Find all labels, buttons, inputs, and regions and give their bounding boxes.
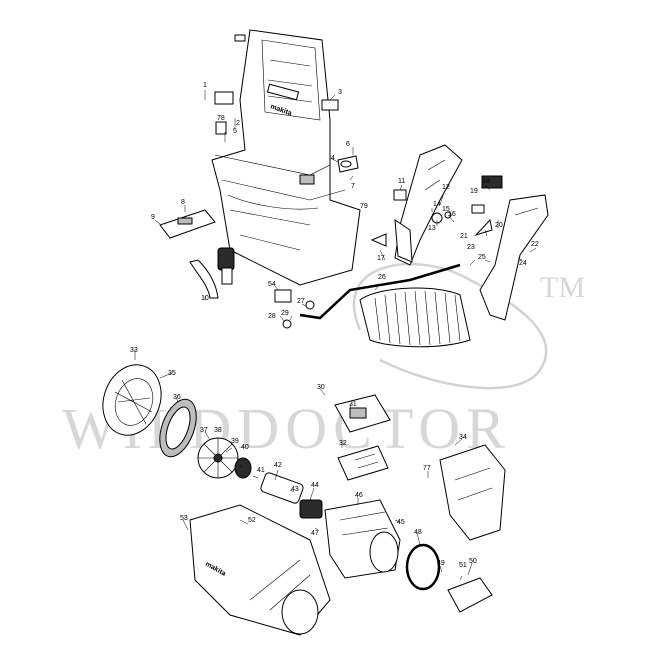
part-label-2: 2 — [236, 120, 240, 127]
part-label-14: 14 — [433, 201, 441, 208]
corrugated-hose — [359, 287, 471, 348]
part-label-30: 30 — [317, 384, 325, 391]
o-ring-48 — [405, 543, 441, 591]
part-label-20: 20 — [495, 222, 503, 229]
part-label-36: 36 — [173, 394, 181, 401]
backpack-frame — [211, 29, 361, 286]
board-32 — [337, 445, 389, 481]
part-label-11: 11 — [398, 178, 405, 185]
part-label-9: 9 — [151, 214, 155, 221]
part-label-10: 10 — [201, 295, 209, 302]
part-label-21: 21 — [460, 233, 468, 240]
part-label-23: 23 — [467, 244, 475, 251]
part-label-16: 16 — [448, 211, 456, 218]
housing-46 — [324, 499, 401, 579]
part-label-47: 47 — [311, 530, 319, 537]
nozzle-51 — [447, 577, 493, 613]
part-label-3: 3 — [338, 89, 342, 96]
part-label-44: 44 — [311, 482, 319, 489]
connector-fitting — [217, 247, 235, 285]
fan-cover-35 — [102, 364, 162, 436]
part-label-34: 34 — [459, 434, 467, 441]
part-label-1: 1 — [203, 82, 207, 89]
part-label-12: 12 — [442, 184, 450, 191]
part-label-13: 13 — [428, 225, 436, 232]
part-label-78: 78 — [217, 115, 225, 122]
part-label-79: 79 — [360, 203, 368, 210]
part-label-48: 48 — [414, 529, 422, 536]
part-label-8: 8 — [181, 199, 185, 206]
part-label-40: 40 — [241, 444, 249, 451]
cover-34 — [439, 444, 506, 541]
part-label-5: 5 — [233, 128, 237, 135]
part-label-26: 26 — [378, 274, 386, 281]
part-labels: 1 2 3 4 5 6 7 8 9 10 11 12 13 14 15 16 1… — [130, 82, 539, 569]
part-label-53: 53 — [180, 515, 188, 522]
part-label-41: 41 — [257, 467, 265, 474]
housing-52 — [189, 504, 331, 636]
part-label-6: 6 — [346, 141, 350, 148]
part-label-25: 25 — [478, 254, 486, 261]
part-label-43: 43 — [291, 486, 299, 493]
part-label-33: 33 — [130, 347, 138, 354]
fan-38 — [197, 437, 239, 479]
part-label-52: 52 — [248, 517, 256, 524]
part-label-18: 18 — [482, 178, 490, 185]
switch-31 — [334, 394, 391, 433]
watermark-trademark: TM — [540, 271, 585, 304]
part-label-37: 37 — [200, 427, 208, 434]
part-label-54: 54 — [268, 281, 276, 288]
part-8 — [159, 209, 216, 239]
handle-20 — [479, 175, 549, 321]
part-label-45: 45 — [397, 519, 405, 526]
small-fasteners — [274, 189, 493, 329]
part-label-4: 4 — [331, 155, 335, 162]
part-label-42: 42 — [274, 462, 282, 469]
clip-parts — [214, 34, 359, 173]
part-label-46: 46 — [355, 492, 363, 499]
part-label-7: 7 — [351, 183, 355, 190]
hose-10 — [189, 259, 219, 299]
part-label-38: 38 — [214, 427, 222, 434]
part-label-22: 22 — [531, 241, 539, 248]
part-label-39: 39 — [231, 438, 239, 445]
part-label-29: 29 — [281, 310, 289, 317]
part-label-31: 31 — [349, 401, 357, 408]
part-label-28: 28 — [268, 313, 276, 320]
handle-12 — [394, 144, 463, 266]
cable-26 — [299, 263, 461, 320]
part-label-24: 24 — [519, 260, 527, 267]
part-label-50: 50 — [469, 558, 477, 565]
part-label-32: 32 — [339, 440, 347, 447]
part-label-35: 35 — [168, 370, 176, 377]
leader-lines — [134, 90, 537, 581]
part-label-19: 19 — [470, 188, 478, 195]
part-label-27: 27 — [297, 298, 305, 305]
part-label-77: 77 — [423, 465, 431, 472]
part-label-51: 51 — [459, 562, 467, 569]
motor-parts — [234, 457, 323, 519]
part-label-49: 49 — [437, 560, 445, 567]
part-label-17: 17 — [377, 255, 385, 262]
part-label-15: 15 — [442, 206, 450, 213]
